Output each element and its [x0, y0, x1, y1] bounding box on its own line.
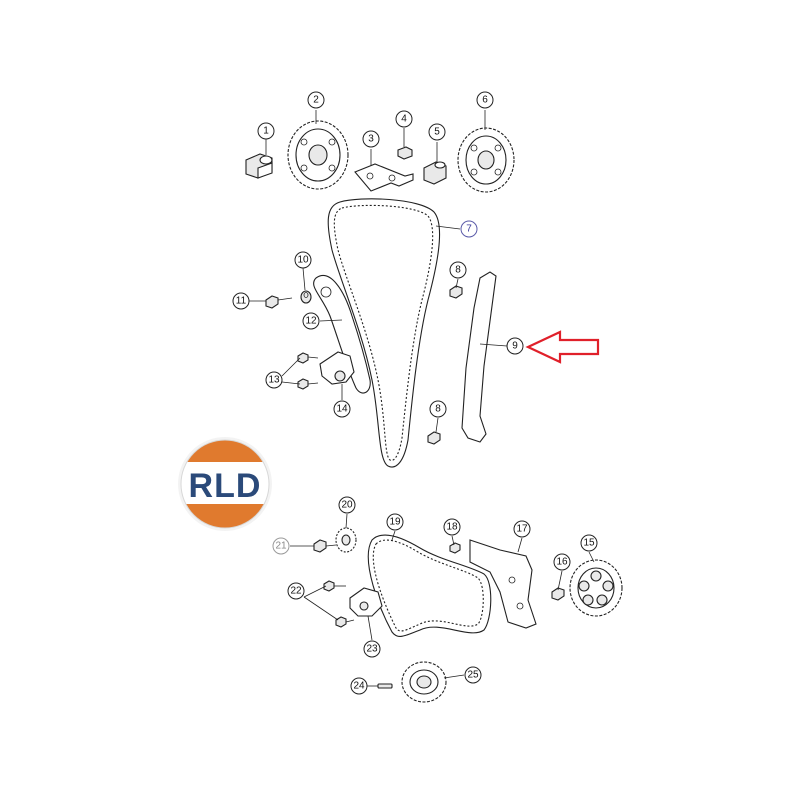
- highlight-arrow-icon: [525, 330, 600, 364]
- leader-lines: [249, 110, 595, 687]
- part-25-crankshaft-sprocket: [401, 661, 447, 703]
- part-5-oil-control-valve: [423, 161, 447, 185]
- svg-text:25: 25: [467, 670, 479, 681]
- svg-text:5: 5: [434, 127, 440, 138]
- svg-text:20: 20: [341, 500, 353, 511]
- svg-text:24: 24: [353, 681, 365, 692]
- part-9-fixed-chain-guide: [461, 271, 497, 443]
- part-8-guide-bolt-upper: [449, 285, 463, 299]
- part-6-camshaft-sprocket-exhaust: [457, 127, 515, 193]
- callout-6: 6: [476, 91, 494, 109]
- part-20-idler-sprocket: [335, 527, 357, 553]
- part-23-lower-tensioner: [349, 587, 383, 617]
- svg-text:11: 11: [236, 296, 247, 307]
- part-15-oil-pump-sprocket: [569, 559, 623, 617]
- callout-3: 3: [362, 130, 380, 148]
- callout-17: 17: [513, 520, 531, 538]
- svg-text:15: 15: [583, 538, 595, 549]
- callout-5: 5: [428, 123, 446, 141]
- logo-text: RLD: [189, 467, 262, 505]
- part-18-bolt: [449, 542, 461, 554]
- svg-text:12: 12: [305, 316, 317, 327]
- svg-text:22: 22: [290, 586, 302, 597]
- svg-text:16: 16: [556, 557, 568, 568]
- svg-text:23: 23: [366, 644, 378, 655]
- callout-18: 18: [443, 518, 461, 536]
- part-2-camshaft-sprocket-intake: [287, 120, 349, 190]
- callout-1: 1: [257, 122, 275, 140]
- svg-text:1: 1: [263, 126, 269, 137]
- part-16-bolt: [551, 587, 565, 601]
- svg-text:9: 9: [512, 341, 518, 352]
- part-17-lower-chain-guide: [469, 539, 537, 629]
- part-24-woodruff-key: [377, 683, 393, 689]
- callout-22: 22: [287, 582, 305, 600]
- callout-4: 4: [395, 110, 413, 128]
- svg-text:17: 17: [516, 524, 528, 535]
- svg-text:2: 2: [313, 95, 319, 106]
- part-14-chain-tensioner: [319, 351, 355, 385]
- part-1-oil-control-valve: [245, 153, 273, 179]
- callout-11: 11: [232, 292, 250, 310]
- part-11-pivot-bolt: [265, 295, 293, 309]
- callout-13: 13: [265, 371, 283, 389]
- part-10-spacer: [300, 290, 312, 304]
- part-4-bolt: [397, 140, 413, 160]
- callout-24: 24: [350, 677, 368, 695]
- part-12-tensioner-arm: [313, 275, 371, 394]
- callout-14: 14: [333, 400, 351, 418]
- part-22-bolts: [323, 580, 355, 628]
- svg-text:13: 13: [268, 375, 280, 386]
- part-8-guide-bolt-lower: [427, 431, 441, 445]
- callout-12: 12: [302, 312, 320, 330]
- part-13-tensioner-bolts: [297, 352, 319, 390]
- svg-text:14: 14: [336, 404, 348, 415]
- svg-text:21: 21: [275, 541, 287, 552]
- callout-23: 23: [363, 640, 381, 658]
- svg-text:10: 10: [297, 255, 309, 266]
- part-7-upper-timing-chain: [327, 198, 441, 468]
- part-21-bolt: [313, 539, 337, 553]
- rld-logo: RLD: [178, 437, 272, 531]
- svg-text:19: 19: [389, 517, 401, 528]
- callout-15: 15: [580, 534, 598, 552]
- callout-25: 25: [464, 666, 482, 684]
- part-3-upper-chain-guide: [354, 163, 414, 192]
- callout-7: 7: [460, 220, 478, 238]
- part-19-lower-timing-chain: [367, 534, 492, 638]
- callout-10: 10: [294, 251, 312, 269]
- svg-text:6: 6: [482, 95, 488, 106]
- callout-16: 16: [553, 553, 571, 571]
- callout-21: 21: [272, 537, 290, 555]
- callout-20: 20: [338, 496, 356, 514]
- svg-text:3: 3: [368, 134, 374, 145]
- svg-text:7: 7: [466, 224, 472, 235]
- callout-2: 2: [307, 91, 325, 109]
- callout-19: 19: [386, 513, 404, 531]
- svg-text:4: 4: [401, 114, 407, 125]
- svg-text:18: 18: [446, 522, 458, 533]
- svg-text:8: 8: [435, 404, 441, 415]
- svg-text:8: 8: [455, 265, 461, 276]
- callout-9: 9: [506, 337, 524, 355]
- callout-8-upper: 8: [449, 261, 467, 279]
- callout-8-lower: 8: [429, 400, 447, 418]
